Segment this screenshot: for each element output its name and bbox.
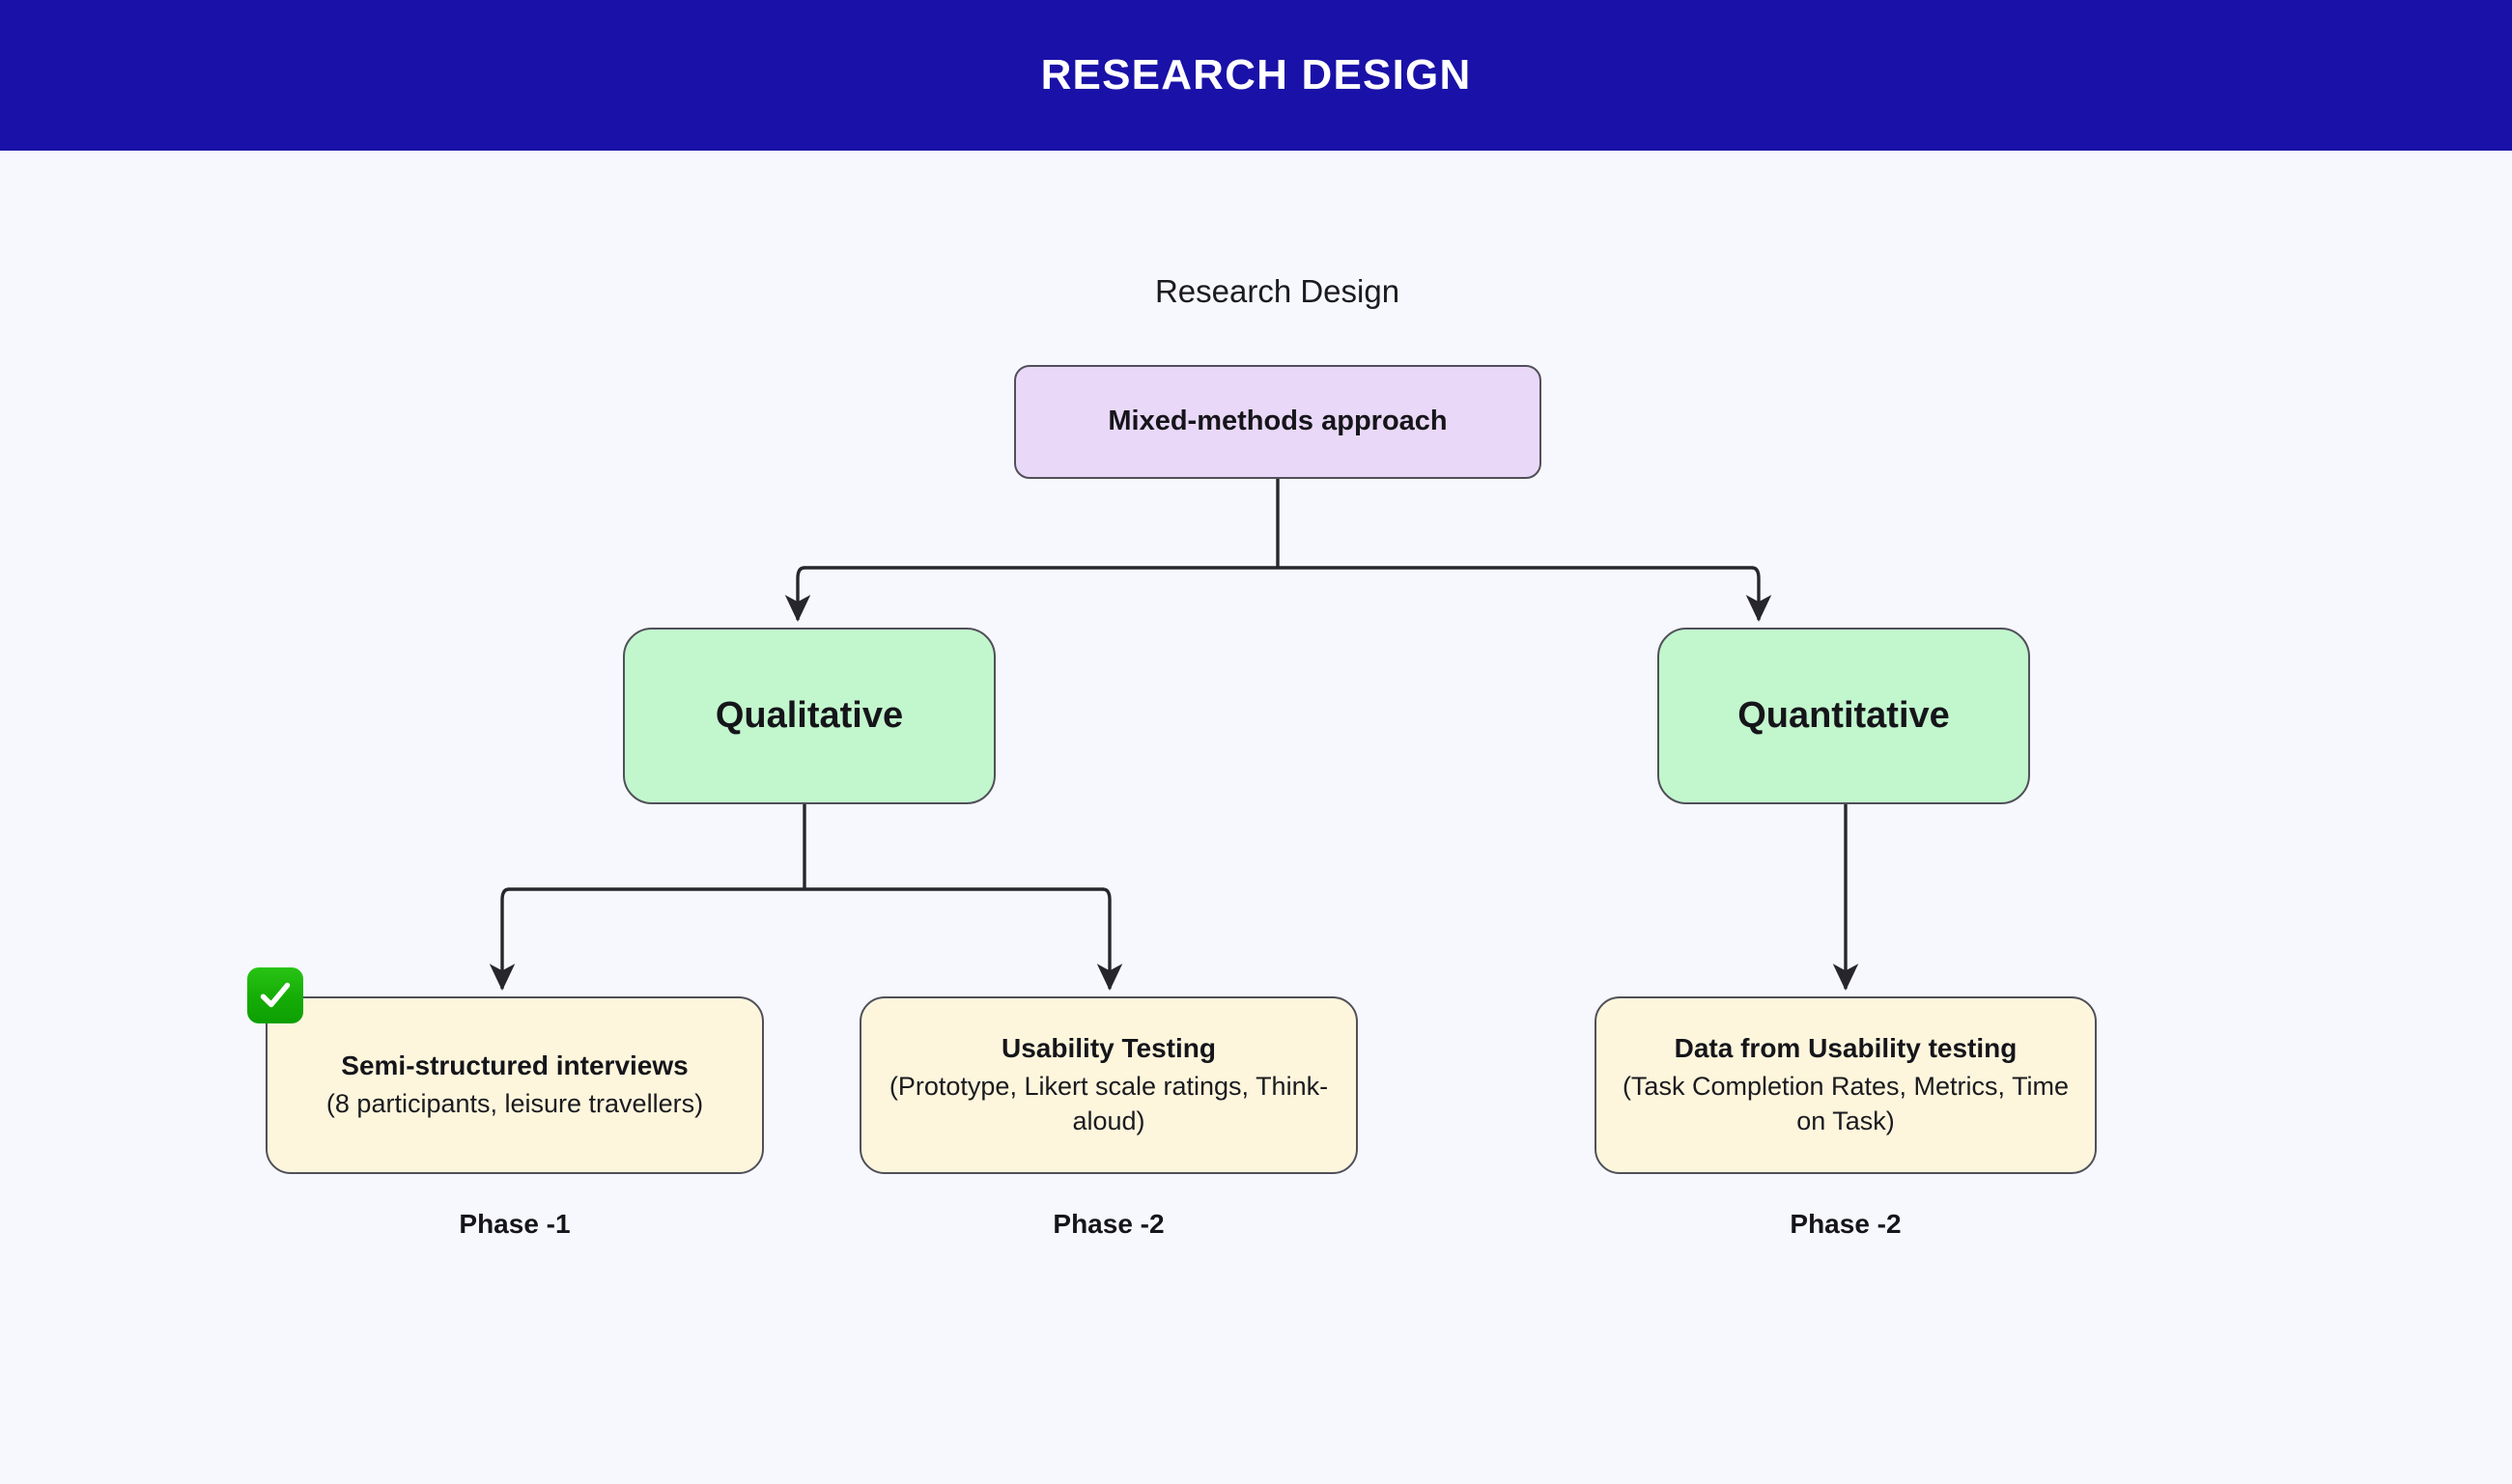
node-mixed-methods-approach[interactable]: Mixed-methods approach (1014, 365, 1541, 479)
node-usability-testing[interactable]: Usability Testing (Prototype, Likert sca… (860, 996, 1358, 1174)
node-semi-structured-interviews[interactable]: Semi-structured interviews (8 participan… (266, 996, 764, 1174)
node-leaf-3-subtitle: (Task Completion Rates, Metrics, Time on… (1622, 1071, 2070, 1136)
node-root-label: Mixed-methods approach (1108, 406, 1448, 437)
connector-qualitative-to-leaf-2 (1096, 887, 1123, 992)
phase-label-semi-structured-interviews: Phase -1 (459, 1209, 571, 1239)
node-leaf-1-title: Semi-structured interviews (341, 1050, 689, 1080)
connector-qualitative-to-leaves (507, 802, 1105, 891)
node-leaf-1-subtitle: (8 participants, leisure travellers) (325, 1088, 704, 1118)
phase-label-usability-testing: Phase -2 (1053, 1209, 1165, 1239)
node-quantitative-label: Quantitative (1737, 695, 1950, 737)
connector-layer (489, 477, 1859, 992)
connector-root-to-branches (803, 477, 1754, 570)
diagram-canvas: Research Design Mixed-methods approach Q… (0, 151, 2512, 1484)
node-data-from-usability-testing[interactable]: Data from Usability testing (Task Comple… (1595, 996, 2097, 1174)
header-banner: RESEARCH DESIGN (0, 0, 2512, 151)
node-qualitative-label: Qualitative (715, 695, 904, 737)
check-mark-button-icon (247, 967, 303, 1023)
connector-root-to-quantitative (1745, 566, 1772, 623)
node-qualitative[interactable]: Qualitative (623, 628, 996, 804)
connector-qualitative-to-leaf-1 (489, 887, 516, 992)
node-leaf-2-title: Usability Testing (1002, 1032, 1216, 1063)
node-leaf-2-subtitle: (Prototype, Likert scale ratings, Think-… (889, 1071, 1329, 1136)
node-leaf-3-title: Data from Usability testing (1674, 1032, 2018, 1063)
connector-root-to-qualitative (784, 566, 811, 623)
page-title: RESEARCH DESIGN (1040, 51, 1472, 98)
node-quantitative[interactable]: Quantitative (1657, 628, 2030, 804)
phase-label-data-from-usability-testing: Phase -2 (1790, 1209, 1902, 1239)
diagram-caption: Research Design (1154, 273, 1400, 309)
